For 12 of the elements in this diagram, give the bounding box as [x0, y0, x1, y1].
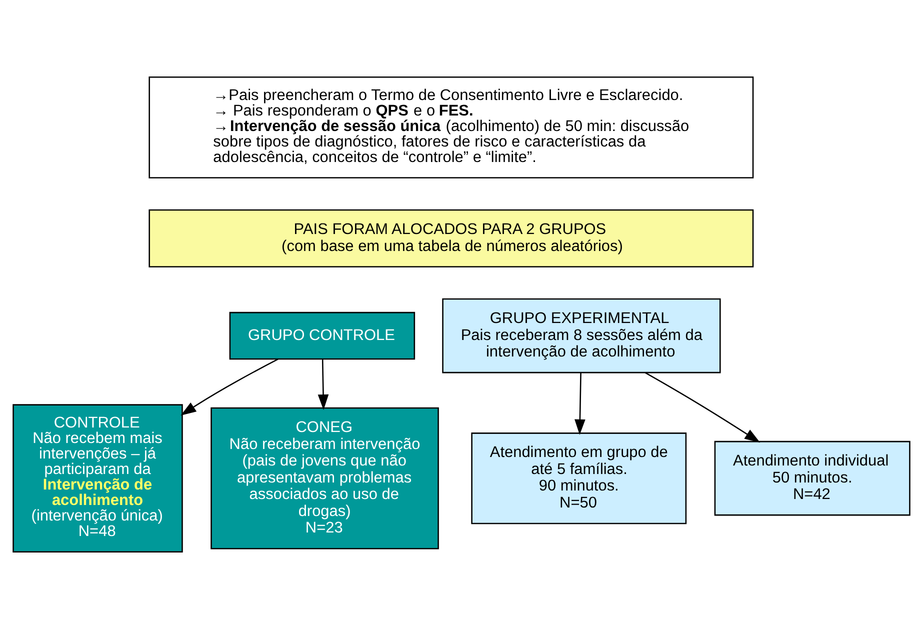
node-box: →Pais preencheram o Termo de Consentimento Livre e Esclarecido. → Pais responderam o QPS e o FES. →Intervenção de sessão única (acolhimento) de 50 min: discussão sobre tipos de diagnóstico, fatores de risco e características da adolescência, conceitos de “controle” e “limite”.	[148, 76, 754, 178]
arrow	[574, 372, 586, 434]
arrow	[318, 359, 329, 410]
node-box: Atendimento em grupo de até 5 famílias. 90 minutos. N=50	[471, 432, 687, 524]
arrow	[644, 372, 760, 442]
node-box: Atendimento individual 50 minutos. N=42	[714, 440, 910, 516]
node-box: GRUPO EXPERIMENTAL Pais receberam 8 sessões além da intervenção de acolhimento	[442, 298, 721, 373]
arrow	[180, 358, 278, 415]
node-box: PAIS FORAM ALOCADOS PARA 2 GRUPOS (com base em uma tabela de números aleatórios)	[148, 208, 754, 267]
node-box: GRUPO CONTROLE	[229, 311, 416, 360]
node-box: CONEG Não receberam intervenção (pais de jovens que não apresentavam problemas associados ao uso de drogas) N=23	[210, 406, 439, 549]
node-box: CONTROLE Não recebem mais intervenções – já participaram da Intervenção de acolhimento (intervenção única) N=48	[12, 404, 183, 552]
